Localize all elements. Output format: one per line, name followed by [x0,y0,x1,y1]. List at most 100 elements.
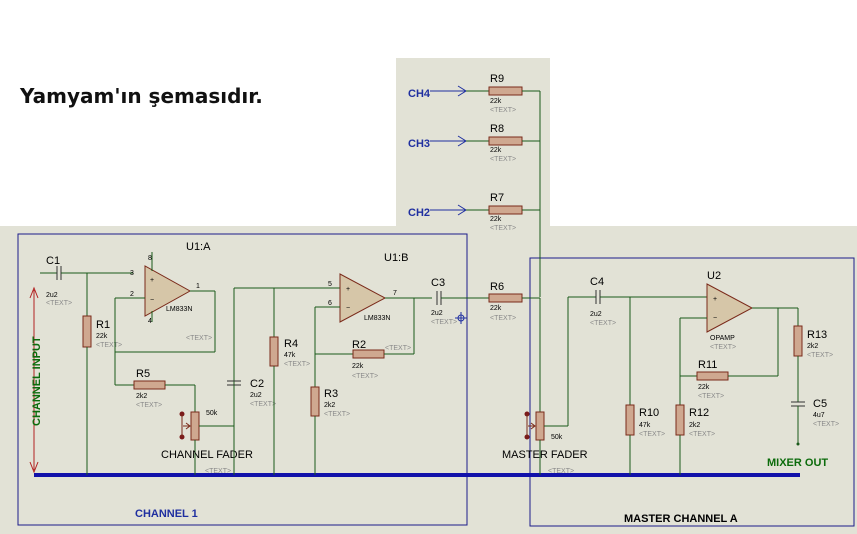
svg-text:R6: R6 [490,281,504,293]
svg-text:C3: C3 [431,277,445,289]
resistor-r12: R12 2k2 <TEXT> [675,404,715,475]
ch2-label: CH2 [408,207,430,219]
mixer-out-label: MIXER OUT [767,457,828,469]
svg-text:<TEXT>: <TEXT> [590,320,616,327]
channel-input-label: CHANNEL INPUT [31,336,43,426]
svg-text:2k2: 2k2 [136,393,147,400]
channel-fader-label: CHANNEL FADER [161,449,253,461]
master-box [529,257,855,527]
master-fader-text: <TEXT> [548,468,574,475]
svg-text:22k: 22k [352,363,364,370]
svg-text:<TEXT>: <TEXT> [490,156,516,163]
master-fader-pot: 50k [524,297,569,475]
svg-text:+: + [346,286,350,293]
svg-text:22k: 22k [698,384,710,391]
svg-text:5: 5 [328,281,332,288]
opamp-u2: + − U2 OPAMP <TEXT> [679,270,798,405]
svg-text:R10: R10 [639,407,659,419]
svg-text:8: 8 [148,255,152,262]
resistor-r2: R2 22k <TEXT> [315,339,414,380]
svg-text:<TEXT>: <TEXT> [813,421,839,428]
svg-text:<TEXT>: <TEXT> [689,431,715,438]
svg-text:U1:A: U1:A [186,241,211,253]
svg-text:22k: 22k [490,98,502,105]
resistor-r8: R8 22k <TEXT> [466,123,540,163]
svg-text:50k: 50k [206,410,218,417]
svg-text:2u2: 2u2 [590,311,602,318]
svg-text:−: − [346,305,350,312]
svg-text:2u2: 2u2 [250,392,262,399]
resistor-r4: R4 47k <TEXT> [269,288,310,475]
svg-text:<TEXT>: <TEXT> [490,107,516,114]
svg-text:2: 2 [130,291,134,298]
resistor-r3: R3 2k2 <TEXT> [310,386,350,475]
svg-text:<TEXT>: <TEXT> [284,361,310,368]
svg-text:−: − [713,315,717,322]
svg-text:<TEXT>: <TEXT> [324,411,350,418]
capacitor-c4: C4 2u2 <TEXT> [568,276,707,327]
svg-text:R3: R3 [324,388,338,400]
svg-text:<TEXT>: <TEXT> [431,319,457,326]
capacitor-c1: C1 2u2 <TEXT> [40,255,133,307]
svg-text:C2: C2 [250,378,264,390]
capacitor-c2: C2 2u2 <TEXT> [227,288,276,475]
svg-text:47k: 47k [639,422,651,429]
svg-text:<TEXT>: <TEXT> [490,225,516,232]
svg-text:R9: R9 [490,73,504,85]
svg-text:2k2: 2k2 [807,343,818,350]
svg-text:1: 1 [196,283,200,290]
svg-text:<TEXT>: <TEXT> [96,342,122,349]
svg-text:R7: R7 [490,192,504,204]
svg-text:<TEXT>: <TEXT> [186,335,212,342]
svg-text:4: 4 [148,318,152,325]
svg-text:U1:B: U1:B [384,252,408,264]
resistor-r6: R6 22k <TEXT> [488,281,540,322]
svg-text:22k: 22k [490,147,502,154]
resistor-r1: R1 22k <TEXT> [82,273,122,475]
svg-text:2u2: 2u2 [431,310,443,317]
master-label: MASTER CHANNEL A [624,513,738,525]
resistor-r10: R10 47k <TEXT> [625,297,665,475]
svg-text:3: 3 [130,270,134,277]
svg-text:22k: 22k [96,333,108,340]
resistor-r7: R7 22k <TEXT> [466,192,540,232]
svg-text:R8: R8 [490,123,504,135]
input-panel [396,58,550,248]
svg-text:R4: R4 [284,338,298,350]
svg-text:C4: C4 [590,276,604,288]
svg-text:R12: R12 [689,407,709,419]
resistor-r9: R9 22k <TEXT> [466,73,540,114]
svg-text:22k: 22k [490,305,502,312]
svg-text:<TEXT>: <TEXT> [46,300,72,307]
svg-text:4u7: 4u7 [813,412,825,419]
svg-text:2k2: 2k2 [689,422,700,429]
svg-text:<TEXT>: <TEXT> [490,315,516,322]
svg-text:OPAMP: OPAMP [710,335,735,342]
svg-text:<TEXT>: <TEXT> [385,345,411,352]
ch4-label: CH4 [408,88,431,100]
capacitor-c3: C3 2u2 <TEXT> [431,277,489,326]
opamp-u1b: + − U1:B LM833N 5 6 7 <TEXT> [314,252,432,387]
svg-text:<TEXT>: <TEXT> [352,373,378,380]
svg-text:−: − [150,297,154,304]
svg-text:+: + [713,296,717,303]
svg-text:<TEXT>: <TEXT> [698,393,724,400]
opamp-u1a: + − U1:A LM833N 3 2 1 8 4 <TEXT> [114,241,216,385]
svg-text:6: 6 [328,300,332,307]
page-title: Yamyam'ın şemasıdır. [20,84,263,108]
svg-text:<TEXT>: <TEXT> [250,401,276,408]
channel-input-arrow [29,286,39,474]
channel1-box [17,233,468,526]
svg-text:7: 7 [393,290,397,297]
resistor-r11: R11 22k <TEXT> [680,308,779,400]
svg-text:+: + [150,277,154,284]
svg-text:2k2: 2k2 [324,402,335,409]
svg-text:LM833N: LM833N [364,315,390,322]
svg-text:50k: 50k [551,434,563,441]
ch3-label: CH3 [408,138,430,150]
svg-text:47k: 47k [284,352,296,359]
svg-text:C5: C5 [813,398,827,410]
master-fader-label: MASTER FADER [502,449,588,461]
svg-text:U2: U2 [707,270,721,282]
